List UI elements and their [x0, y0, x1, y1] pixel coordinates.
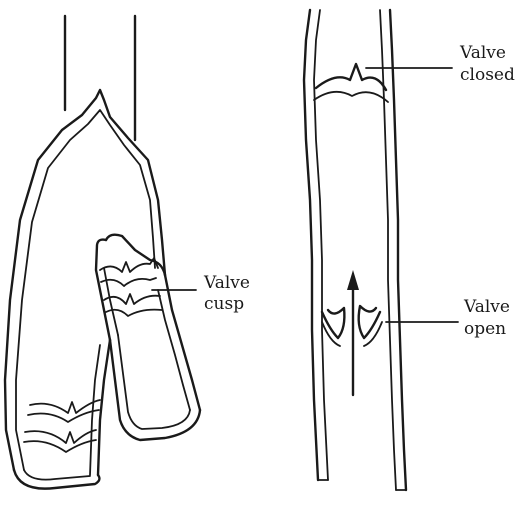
valve-cusp-branch-lower: [104, 294, 160, 304]
valve-closed-cusps-inner: [314, 92, 388, 102]
straight-vein-left-outer: [304, 10, 318, 480]
valve-cusp-left-lower-lower-b: [24, 440, 96, 452]
valve-open-left-cusp-inner: [322, 322, 340, 346]
valve-cusp-label-line2: cusp: [204, 294, 244, 314]
valve-closed-label-line1: Valve: [459, 43, 506, 63]
valve-cusp-label-line1: Valve: [203, 273, 250, 293]
branching-vein: [5, 16, 200, 489]
flow-arrow-icon: [347, 270, 359, 395]
right-branch-cut-end-inner: [118, 335, 190, 429]
valve-cusp-left-lower-upper: [30, 400, 100, 413]
left-segment-right-wall: [98, 340, 110, 475]
valve-open-label-line1: Valve: [463, 297, 510, 317]
right-branch-right-wall-inner: [158, 290, 190, 410]
left-segment-cut-end-inner: [24, 470, 90, 480]
valve-cusp-branch-upper-b: [101, 278, 156, 286]
valve-cusp-branch-lower-b: [106, 310, 162, 316]
valve-open-label-line2: open: [464, 319, 506, 339]
straight-vein: [304, 10, 458, 490]
right-branch-cut-end: [110, 340, 200, 440]
valve-cusp-left-lower-upper-b: [28, 410, 99, 422]
valve-closed-label-line2: closed: [460, 65, 515, 85]
valve-open-left-cusp: [322, 308, 344, 338]
right-branch-top: [106, 235, 165, 275]
right-branch-right-wall: [165, 275, 200, 410]
